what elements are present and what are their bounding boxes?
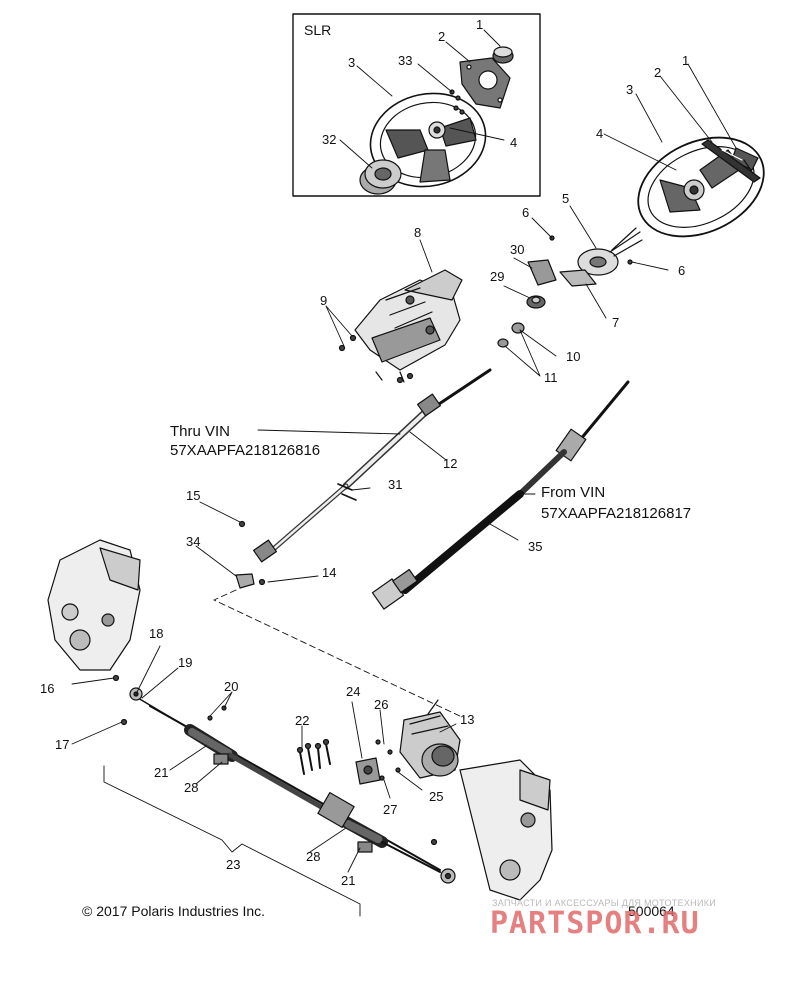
- wheel-clip: [701, 139, 761, 183]
- slr-inset-frame: [292, 13, 541, 197]
- callout-2: 2: [654, 65, 662, 80]
- inset-quick-release: [359, 159, 402, 195]
- eps-bolts: [296, 738, 331, 775]
- callout-28a: 28: [184, 780, 199, 795]
- from-vin-label: From VIN: [541, 484, 606, 501]
- inset-steering-wheel: [369, 92, 487, 188]
- eps-bracket: [355, 757, 381, 785]
- callout-12: 12: [443, 456, 458, 471]
- callout-26: 26: [374, 697, 389, 712]
- callout-13: 13: [460, 712, 475, 727]
- callout-21b: 21: [341, 873, 356, 888]
- watermark-brand: PARTSPOR.RU: [490, 906, 700, 941]
- callout-5: 5: [562, 191, 570, 206]
- callout-29: 29: [490, 269, 505, 284]
- right-knuckle: [459, 759, 553, 901]
- callout-1: 1: [682, 53, 690, 68]
- column-bracket: [354, 269, 463, 383]
- eps-motor: [399, 699, 461, 779]
- rack-assembly-bracket: [103, 765, 361, 917]
- callout-19: 19: [178, 655, 193, 670]
- callout-27: 27: [383, 802, 398, 817]
- callout-28b: 28: [306, 849, 321, 864]
- leader-lines: [71, 29, 737, 873]
- left-knuckle: [47, 539, 141, 671]
- tie-rod-end-right: [440, 868, 456, 884]
- callout-25: 25: [429, 789, 444, 804]
- callout-18: 18: [149, 626, 164, 641]
- steering-shaft-from: [371, 380, 630, 610]
- callout-11: 11: [544, 370, 558, 385]
- callout-34: 34: [186, 534, 201, 549]
- copyright-notice: © 2017 Polaris Industries Inc.: [82, 903, 266, 919]
- callout-20: 20: [224, 679, 239, 694]
- callout-24: 24: [346, 684, 361, 699]
- callout-3: 3: [626, 82, 634, 97]
- callout-4: 4: [596, 126, 604, 141]
- callout-4-inset: 4: [510, 135, 518, 150]
- slr-inset-title: SLR: [304, 22, 332, 38]
- callout-22: 22: [295, 713, 310, 728]
- callout-1-inset: 1: [476, 17, 484, 32]
- thru-vin-number: 57XAAPFA218126816: [170, 442, 321, 459]
- callout-9: 9: [320, 293, 328, 308]
- callout-15: 15: [186, 488, 201, 503]
- callout-7: 7: [612, 315, 620, 330]
- callout-3-inset: 3: [348, 55, 356, 70]
- callout-17: 17: [55, 737, 70, 752]
- steering-shaft-thru: [235, 368, 492, 589]
- inset-horn-cap: [492, 46, 514, 64]
- callout-30: 30: [510, 242, 525, 257]
- callout-6a: 6: [522, 205, 530, 220]
- steering-rack: [137, 697, 441, 873]
- callout-8: 8: [414, 225, 422, 240]
- callout-32: 32: [322, 132, 337, 147]
- callout-35: 35: [528, 539, 543, 554]
- document-number: 500064: [628, 903, 675, 919]
- callout-16: 16: [40, 681, 55, 696]
- callout-6b: 6: [678, 263, 686, 278]
- cable-retainer: [559, 269, 597, 287]
- bearing-nut: [526, 295, 546, 309]
- callout-33: 33: [398, 53, 413, 68]
- callout-31: 31: [388, 477, 403, 492]
- callout-14: 14: [322, 565, 337, 580]
- small-fasteners-lower: [112, 520, 438, 846]
- callout-21a: 21: [154, 765, 169, 780]
- inset-hub-adapter: [459, 57, 511, 109]
- rack-bushings: [213, 753, 373, 853]
- from-vin-number: 57XAAPFA218126817: [541, 505, 692, 522]
- thru-vin-label: Thru VIN: [170, 423, 231, 440]
- steering-wheel: [637, 136, 765, 238]
- callout-10: 10: [566, 349, 581, 364]
- turn-signal-switch: [577, 227, 643, 276]
- shaft-clip: [337, 483, 357, 501]
- inset-screws: [449, 89, 465, 115]
- bushings: [497, 322, 525, 348]
- callout-2-inset: 2: [438, 29, 446, 44]
- watermark-tagline: ЗАПЧАСТИ И АКСЕССУАРЫ ДЛЯ МОТОТЕХНИКИ: [492, 898, 717, 908]
- bearing-bracket: [527, 259, 557, 286]
- callout-23: 23: [226, 857, 241, 872]
- column-screws: [338, 334, 414, 384]
